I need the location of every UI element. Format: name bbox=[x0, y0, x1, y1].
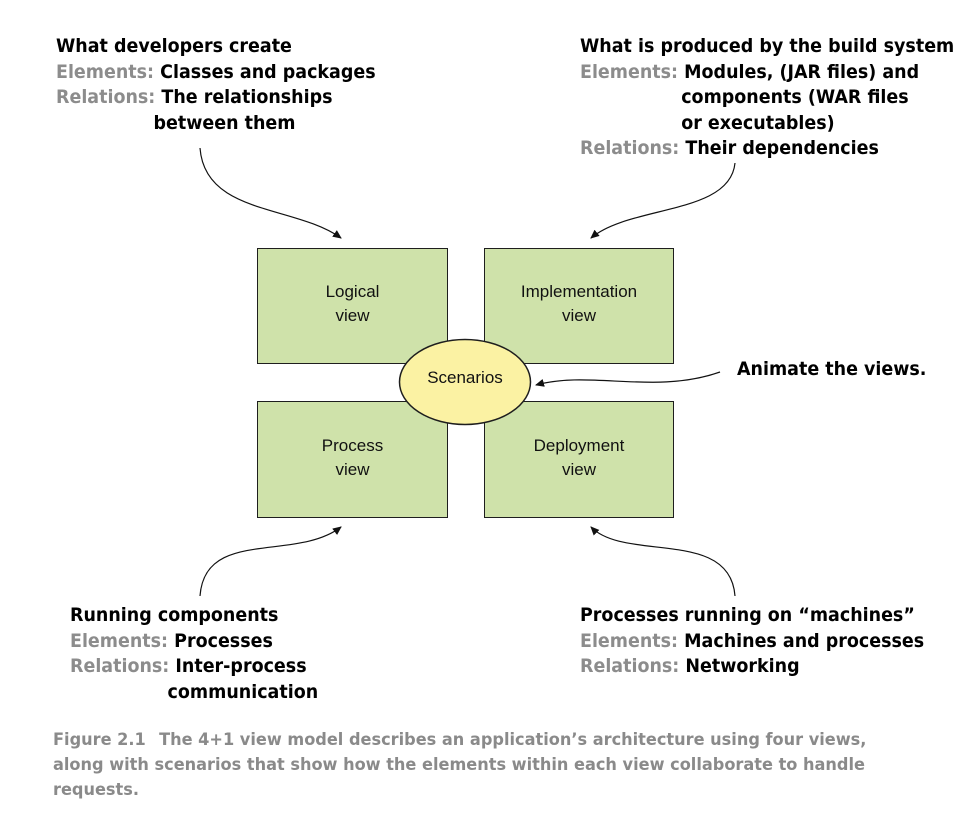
relations-label: Relations: bbox=[580, 137, 680, 159]
relations-label: Relations: bbox=[56, 86, 156, 108]
deployment-annotation: Processes running on “machines” Elements… bbox=[580, 603, 924, 680]
deployment-annotation-title: Processes running on “machines” bbox=[580, 604, 915, 626]
implementation-elements-line3: or executables) bbox=[681, 111, 835, 134]
logical-view-label: Logical view bbox=[325, 282, 380, 325]
process-annotation: Running components Elements: Processes R… bbox=[70, 603, 318, 705]
deployment-elements: Machines and processes bbox=[684, 629, 925, 652]
logical-relations-line1: The relationships bbox=[161, 86, 333, 108]
scenarios-label: Scenarios bbox=[427, 368, 503, 387]
scenarios-ellipse bbox=[398, 338, 532, 426]
elements-label: Elements: bbox=[580, 60, 679, 83]
logical-annotation: What developers create Elements: Classes… bbox=[56, 34, 376, 136]
relations-label: Relations: bbox=[580, 655, 680, 677]
arrow-to-scenarios bbox=[535, 371, 721, 387]
relations-label: Relations: bbox=[70, 655, 170, 677]
logical-relations-line2: between them bbox=[153, 111, 296, 134]
logical-elements: Classes and packages bbox=[160, 60, 376, 83]
deployment-view-label: Deployment view bbox=[533, 435, 625, 479]
figure-caption-text: The 4+1 view model describes an applicat… bbox=[53, 730, 867, 800]
process-relations-line1: Inter-process bbox=[175, 655, 307, 677]
process-elements: Processes bbox=[174, 629, 273, 652]
elements-label: Elements: bbox=[580, 629, 679, 652]
logical-view-box: Logical view bbox=[257, 248, 448, 364]
implementation-annotation-title: What is produced by the build system bbox=[580, 35, 955, 57]
arrow-to-deployment bbox=[590, 526, 736, 597]
implementation-relations: Their dependencies bbox=[685, 137, 879, 159]
process-annotation-title: Running components bbox=[70, 604, 279, 626]
process-view-box: Process view bbox=[257, 401, 448, 518]
process-view-label: Process view bbox=[321, 435, 384, 479]
implementation-elements-line2: components (WAR files bbox=[681, 86, 909, 108]
elements-label: Elements: bbox=[56, 60, 155, 83]
arrow-to-logical bbox=[199, 147, 342, 239]
process-relations-line2: communication bbox=[167, 680, 319, 703]
elements-label: Elements: bbox=[70, 629, 169, 652]
implementation-annotation: What is produced by the build system Ele… bbox=[580, 34, 954, 162]
logical-annotation-title: What developers create bbox=[56, 35, 292, 57]
implementation-view-box: Implementation view bbox=[484, 248, 674, 364]
scenarios-annotation: Animate the views. bbox=[737, 357, 926, 383]
arrow-to-process bbox=[199, 526, 342, 597]
arrow-to-implementation bbox=[590, 162, 736, 239]
implementation-view-label: Implementation view bbox=[520, 282, 638, 325]
implementation-elements-line1: Modules, (JAR files) and bbox=[684, 60, 920, 83]
figure-number: Figure 2.1 bbox=[53, 730, 146, 750]
deployment-view-box: Deployment view bbox=[484, 401, 674, 518]
scenarios-annotation-title: Animate the views. bbox=[737, 358, 927, 380]
deployment-relations: Networking bbox=[685, 655, 800, 677]
